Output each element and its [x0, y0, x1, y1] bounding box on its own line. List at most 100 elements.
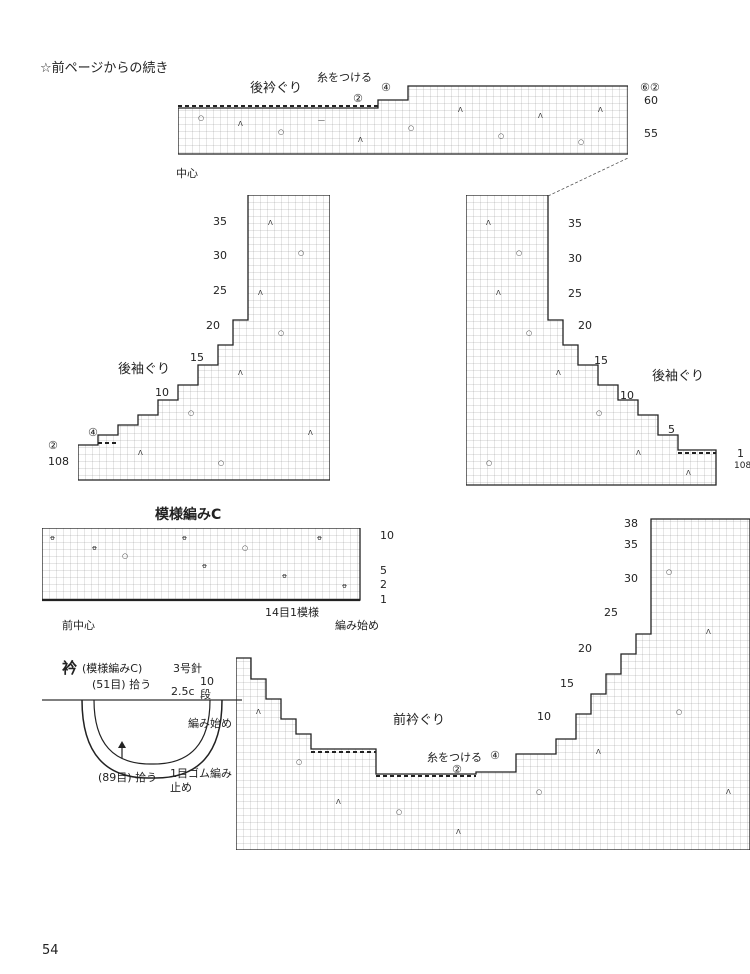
bal-row-108: 108 — [48, 455, 69, 468]
svg-text:ᐱ: ᐱ — [138, 449, 143, 457]
svg-text:○: ○ — [296, 758, 302, 766]
bar-row-108: 108 — [734, 461, 750, 471]
svg-text:ꝋ: ꝋ — [317, 534, 322, 542]
fn-row-20: 20 — [578, 642, 592, 655]
svg-text:○: ○ — [298, 249, 304, 257]
svg-text:ᐱ: ᐱ — [268, 219, 273, 227]
collar-width: 2.5c — [171, 685, 195, 698]
pattern-c-chart: ꝋꝋ○ ꝋꝋ○ ꝋꝋꝋ — [42, 528, 361, 602]
svg-text:ᐱ: ᐱ — [458, 106, 463, 114]
bal-row-30: 30 — [213, 249, 227, 262]
svg-text:ᐱ: ᐱ — [598, 106, 603, 114]
front-neck-chart: ᐱ○ᐱ ○ᐱ○ ᐱ○ᐱ ○ᐱ — [236, 518, 750, 850]
back-neck-center: 中心 — [176, 167, 198, 180]
svg-text:ᐱ: ᐱ — [486, 219, 491, 227]
svg-text:○: ○ — [578, 138, 584, 146]
collar-rows: 10 — [200, 675, 214, 688]
bar-row-15: 15 — [594, 354, 608, 367]
bar-row-5: 5 — [668, 423, 675, 436]
collar-start: 編み始め — [188, 717, 232, 730]
pc-row-2: 2 — [380, 578, 387, 591]
svg-text:○: ○ — [498, 132, 504, 140]
collar-bind-off2: 止め — [170, 781, 192, 794]
fn-row-15: 15 — [560, 677, 574, 690]
svg-text:ᐱ: ᐱ — [496, 289, 501, 297]
svg-text:ᐱ: ᐱ — [556, 369, 561, 377]
svg-text:ᐱ: ᐱ — [538, 112, 543, 120]
collar-pick-top: (51目) 拾う — [92, 678, 152, 691]
back-neck-attach-yarn: 糸をつける — [317, 71, 372, 84]
svg-text:ꝋ: ꝋ — [342, 582, 347, 590]
fn-row-10: 10 — [537, 710, 551, 723]
front-neck-grid — [236, 518, 750, 850]
bal-row-15: 15 — [190, 351, 204, 364]
back-armhole-left-chart: ᐱ○ᐱ ○ᐱ○ ᐱ○ᐱ — [78, 195, 330, 481]
svg-text:○: ○ — [396, 808, 402, 816]
bal-row-10: 10 — [155, 386, 169, 399]
bar-label: 後袖ぐり — [652, 369, 705, 384]
back-neck-chart: ○ᐱ○ —ᐱ○ ᐱ○ᐱ ○ᐱ — [178, 85, 628, 155]
svg-text:○: ○ — [526, 329, 532, 337]
bar-row-25: 25 — [568, 287, 582, 300]
svg-text:ᐱ: ᐱ — [596, 748, 601, 756]
fn-row-2: ② — [452, 763, 462, 776]
fn-row-25: 25 — [604, 606, 618, 619]
pc-row-10: 10 — [380, 529, 394, 542]
back-neck-row-62: ⑥② 62 — [640, 81, 660, 94]
fn-row-35: 35 — [624, 538, 638, 551]
bal-row-4: ④ — [88, 426, 98, 439]
pc-repeat: 14目1模様 — [265, 606, 319, 619]
svg-text:○: ○ — [188, 409, 194, 417]
back-neck-label: 後衿ぐり — [250, 81, 303, 96]
svg-text:ᐱ: ᐱ — [636, 449, 641, 457]
pc-front-center: 前中心 — [62, 619, 95, 632]
back-neck-row-55: 55 — [644, 127, 658, 140]
fn-row-4: ④ — [490, 749, 500, 762]
pattern-c-title: 模様編みC — [155, 507, 222, 523]
back-armhole-right-chart: ᐱ ○ ᐱ ○ ᐱ ○ ᐱ ○ ᐱ — [466, 195, 717, 486]
svg-text:○: ○ — [676, 708, 682, 716]
bal-label: 後袖ぐり — [118, 362, 171, 377]
svg-text:ᐱ: ᐱ — [686, 469, 691, 477]
back-armhole-right-grid — [466, 195, 717, 486]
svg-text:○: ○ — [596, 409, 602, 417]
svg-text:○: ○ — [198, 114, 204, 122]
pc-row-5: 5 — [380, 564, 387, 577]
front-neck-attach-yarn: 糸をつける — [427, 751, 482, 764]
pc-row-1: 1 — [380, 593, 387, 606]
collar-pattern: (模様編みC) — [82, 662, 143, 675]
bar-row-1: 1 — [737, 447, 744, 460]
pattern-c-grid — [42, 528, 361, 601]
svg-text:○: ○ — [278, 128, 284, 136]
fn-row-38: 38 — [624, 517, 638, 530]
bar-row-20: 20 — [578, 319, 592, 332]
bal-row-35: 35 — [213, 215, 227, 228]
back-neck-symbols: ○ᐱ○ —ᐱ○ ᐱ○ᐱ ○ᐱ — [198, 106, 603, 146]
svg-text:ᐱ: ᐱ — [308, 429, 313, 437]
bar-row-35: 35 — [568, 217, 582, 230]
svg-text:ᐱ: ᐱ — [456, 828, 461, 836]
fn-row-30: 30 — [624, 572, 638, 585]
svg-text:○: ○ — [408, 124, 414, 132]
svg-text:ᐱ: ᐱ — [238, 120, 243, 128]
svg-text:ᐱ: ᐱ — [258, 289, 263, 297]
front-neck-label: 前衿ぐり — [393, 713, 446, 728]
bal-row-20: 20 — [206, 319, 220, 332]
svg-text:ᐱ: ᐱ — [358, 136, 363, 144]
svg-text:○: ○ — [536, 788, 542, 796]
collar-rows-unit: 段 — [200, 688, 211, 701]
bal-row-25: 25 — [213, 284, 227, 297]
svg-text:○: ○ — [218, 459, 224, 467]
continuation-dashed-line — [548, 158, 629, 197]
back-armhole-left-grid — [78, 195, 330, 481]
svg-text:○: ○ — [278, 329, 284, 337]
svg-text:ꝋ: ꝋ — [182, 534, 187, 542]
svg-text:ᐱ: ᐱ — [256, 708, 261, 716]
back-neck-row-60: 60 — [644, 94, 658, 107]
collar-needle: 3号針 — [173, 662, 202, 675]
svg-text:○: ○ — [516, 249, 522, 257]
collar-pick-bottom: (89目) 拾う — [98, 771, 158, 784]
svg-text:ꝋ: ꝋ — [202, 562, 207, 570]
svg-text:○: ○ — [486, 459, 492, 467]
collar-shape — [42, 699, 242, 779]
